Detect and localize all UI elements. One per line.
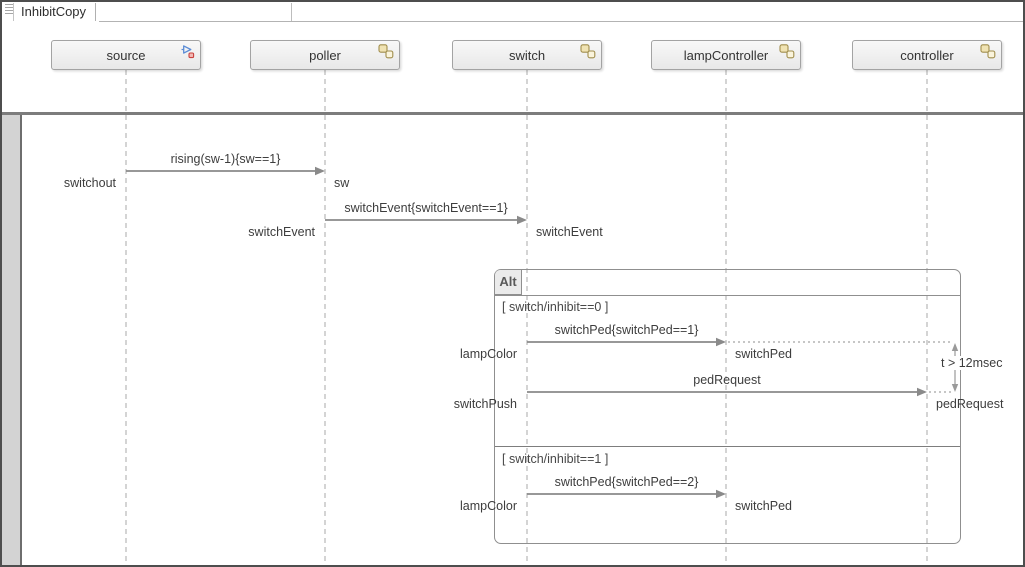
duration-down-arrowhead <box>951 384 959 392</box>
receiver-event-label: switchEvent <box>536 225 603 239</box>
alt-fragment-header-line <box>495 295 960 296</box>
subsystem-copy-icon <box>980 44 996 59</box>
lifeline-name: switch <box>508 47 546 63</box>
receiver-event-label: sw <box>334 176 350 190</box>
lifeline-name: poller <box>309 47 341 63</box>
duration-constraint-label[interactable]: t > 12msec <box>939 356 1005 370</box>
receiver-event-label: switchPed <box>735 347 792 361</box>
lifeline-header-poller[interactable]: poller <box>250 40 400 70</box>
tab-strip-separator <box>291 3 292 21</box>
message-label[interactable]: switchEvent{switchEvent==1} <box>344 201 508 215</box>
lifeline-name: controller <box>900 47 954 63</box>
sender-event-label: switchPush <box>453 397 517 411</box>
lifeline-header-switch[interactable]: switch <box>452 40 602 70</box>
message-label[interactable]: switchPed{switchPed==1} <box>554 323 699 337</box>
receiver-event-label: pedRequest <box>936 397 1004 411</box>
message-arrowhead <box>917 387 927 397</box>
receiver-event-label: switchPed <box>735 499 792 513</box>
sender-event-label: lampColor <box>460 499 517 513</box>
signal-source-icon <box>179 44 196 59</box>
message-arrowhead <box>517 215 527 225</box>
canvas-top-separator <box>2 112 1023 115</box>
left-gutter-edge <box>20 115 22 565</box>
tab-strip-line <box>99 21 1023 22</box>
sender-event-label: switchEvent <box>248 225 315 239</box>
message-label[interactable]: pedRequest <box>693 373 761 387</box>
subsystem-copy-icon <box>378 44 395 59</box>
lifeline-name: lampController <box>683 47 769 63</box>
signal-source-icon <box>181 45 195 59</box>
subsystem-copy-icon <box>980 44 997 59</box>
lifeline-header-lampController[interactable]: lampController <box>651 40 801 70</box>
lifeline-header-controller[interactable]: controller <box>852 40 1002 70</box>
subsystem-copy-icon <box>378 44 394 59</box>
tab-label: InhibitCopy <box>21 4 87 19</box>
operand-guard-condition[interactable]: [ switch/inhibit==0 ] <box>502 300 609 314</box>
subsystem-copy-icon <box>580 44 597 59</box>
alt-fragment-operator-label: Alt <box>495 270 522 295</box>
sender-event-label: lampColor <box>460 347 517 361</box>
alt-fragment-operand-divider <box>495 446 960 447</box>
subsystem-copy-icon <box>580 44 596 59</box>
operand-guard-condition[interactable]: [ switch/inhibit==1 ] <box>502 452 609 466</box>
message-arrowhead <box>716 337 726 347</box>
left-gutter <box>2 115 20 565</box>
alt-fragment[interactable]: Alt [ switch/inhibit==0 ] [ switch/inhibit… <box>494 269 961 544</box>
message-arrowhead <box>315 166 325 176</box>
subsystem-copy-icon <box>779 44 796 59</box>
message-arrowhead <box>716 489 726 499</box>
panel-grip-icon[interactable] <box>5 4 14 16</box>
sender-event-label: switchout <box>63 176 116 190</box>
message-label[interactable]: rising(sw-1){sw==1} <box>170 152 281 166</box>
message-label[interactable]: switchPed{switchPed==2} <box>554 475 699 489</box>
duration-up-arrowhead <box>951 343 959 351</box>
subsystem-copy-icon <box>779 44 795 59</box>
lifeline-header-source[interactable]: source <box>51 40 201 70</box>
tab-inhibitcopy[interactable]: InhibitCopy <box>13 3 97 21</box>
lifeline-name: source <box>106 47 146 63</box>
